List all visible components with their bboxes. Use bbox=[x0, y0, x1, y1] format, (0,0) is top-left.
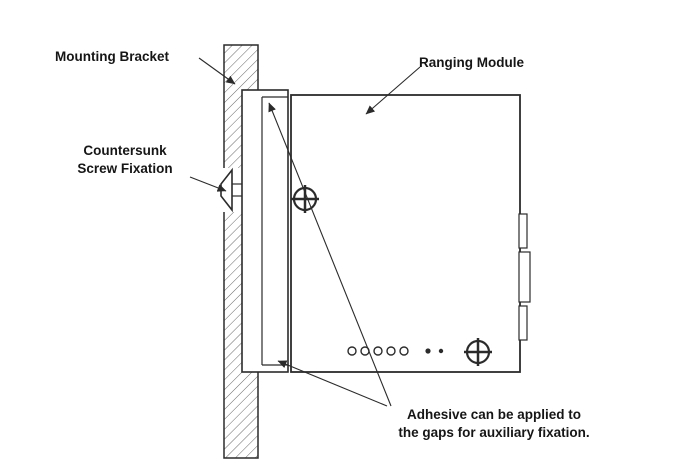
leader-lines bbox=[189, 57, 421, 407]
countersunk-label-line2: Screw Fixation bbox=[77, 160, 173, 176]
adhesive-leader-top-gap bbox=[268, 102, 392, 407]
adhesive-note-line2: the gaps for auxiliary fixation. bbox=[398, 424, 590, 440]
ranging-module-leader bbox=[365, 66, 421, 115]
phillips-screw-icon bbox=[464, 338, 492, 366]
adhesive-leader-bottom-gap bbox=[277, 360, 388, 407]
phillips-screw-icon bbox=[291, 185, 319, 213]
mounting-bracket-shape bbox=[241, 89, 289, 373]
adhesive-note-label: Adhesive can be applied to the gaps for … bbox=[360, 406, 628, 442]
ranging-module-shape bbox=[290, 94, 521, 373]
countersunk-label-line1: Countersunk bbox=[83, 143, 167, 158]
countersunk-screw-head bbox=[220, 167, 243, 213]
connector-tabs bbox=[518, 213, 531, 341]
vent-holes bbox=[347, 346, 409, 356]
ranging-module-label: Ranging Module bbox=[419, 55, 524, 70]
countersunk-leader bbox=[189, 176, 227, 192]
adhesive-note-line1: Adhesive can be applied to bbox=[406, 407, 582, 422]
countersunk-screw-label: Countersunk Screw Fixation bbox=[58, 142, 192, 178]
mounting-bracket-leader bbox=[198, 57, 236, 85]
mounting-bracket-label: Mounting Bracket bbox=[55, 49, 170, 64]
indicator-dots bbox=[425, 348, 444, 354]
